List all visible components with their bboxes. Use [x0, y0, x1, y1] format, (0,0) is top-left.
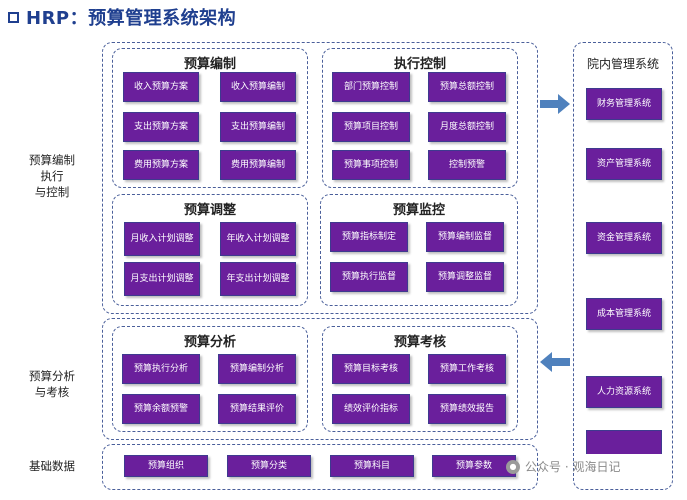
module-box[interactable]: 年收入计划调整 — [220, 222, 296, 256]
hospital-system-box-partial — [586, 430, 662, 454]
module-box[interactable]: 支出预算方案 — [123, 112, 199, 142]
base-data-box[interactable]: 预算分类 — [227, 455, 311, 477]
module-box[interactable]: 预算执行分析 — [122, 354, 200, 384]
square-bullet-icon — [8, 11, 19, 23]
left-arrow-icon — [540, 352, 570, 372]
module-box[interactable]: 预算指标制定 — [330, 222, 408, 252]
module-box[interactable]: 支出预算编制 — [220, 112, 296, 142]
module-box[interactable]: 月支出计划调整 — [124, 262, 200, 296]
side-label-line: 执行 — [40, 169, 64, 183]
module-box[interactable]: 费用预算编制 — [220, 150, 296, 180]
group-hospital-systems — [573, 42, 673, 490]
right-arrow-icon — [540, 94, 570, 114]
module-box[interactable]: 预算结果评价 — [218, 394, 296, 424]
module-box[interactable]: 预算余额预警 — [122, 394, 200, 424]
module-box[interactable]: 预算目标考核 — [332, 354, 410, 384]
panel-title: 执行控制 — [393, 57, 446, 72]
side-label-line: 与控制 — [34, 185, 70, 199]
module-box[interactable]: 预算绩效报告 — [428, 394, 506, 424]
hospital-system-box[interactable]: 资产管理系统 — [586, 148, 662, 180]
page-title-text: HRP：预算管理系统架构 — [26, 8, 237, 29]
module-box[interactable]: 预算调整监督 — [426, 262, 504, 292]
hospital-systems-title: 院内管理系统 — [586, 57, 659, 71]
panel-title: 预算考核 — [393, 335, 446, 350]
module-box[interactable]: 收入预算编制 — [220, 72, 296, 102]
module-box[interactable]: 部门预算控制 — [332, 72, 410, 102]
page-title: HRP：预算管理系统架构 — [8, 4, 236, 30]
base-data-box[interactable]: 预算参数 — [432, 455, 516, 477]
side-label-line: 预算编制 — [29, 153, 75, 167]
module-box[interactable]: 费用预算方案 — [123, 150, 199, 180]
panel-title: 预算编制 — [183, 57, 236, 72]
module-box[interactable]: 预算事项控制 — [332, 150, 410, 180]
base-data-box[interactable]: 预算组织 — [124, 455, 208, 477]
side-label-line: 与考核 — [34, 385, 70, 399]
module-box[interactable]: 预算项目控制 — [332, 112, 410, 142]
module-box[interactable]: 预算总额控制 — [428, 72, 506, 102]
module-box[interactable]: 预算执行监督 — [330, 262, 408, 292]
panel-title: 预算监控 — [392, 203, 445, 218]
group-base-data — [102, 444, 538, 490]
hospital-system-box[interactable]: 人力资源系统 — [586, 376, 662, 408]
hospital-system-box[interactable]: 成本管理系统 — [586, 298, 662, 330]
module-box[interactable]: 年支出计划调整 — [220, 262, 296, 296]
module-box[interactable]: 月收入计划调整 — [124, 222, 200, 256]
watermark-text: 公众号 · 观海日记 — [525, 460, 621, 474]
side-label-line: 预算分析 — [29, 369, 75, 383]
module-box[interactable]: 预算编制监督 — [426, 222, 504, 252]
module-box[interactable]: 月度总额控制 — [428, 112, 506, 142]
module-box[interactable]: 收入预算方案 — [123, 72, 199, 102]
panel-title: 预算分析 — [183, 335, 236, 350]
module-box[interactable]: 绩效评价指标 — [332, 394, 410, 424]
group-prep-exec-control — [102, 42, 538, 314]
base-data-box[interactable]: 预算科目 — [330, 455, 414, 477]
side-label-analysis-assessment: 预算分析 与考核 — [22, 368, 82, 400]
module-box[interactable]: 预算编制分析 — [218, 354, 296, 384]
module-box[interactable]: 预算工作考核 — [428, 354, 506, 384]
hospital-system-box[interactable]: 财务管理系统 — [586, 88, 662, 120]
side-label-prep-exec-control: 预算编制 执行 与控制 — [22, 152, 82, 200]
wechat-icon: ● — [506, 459, 520, 474]
hospital-system-box[interactable]: 资金管理系统 — [586, 222, 662, 254]
module-box[interactable]: 控制预警 — [428, 150, 506, 180]
group-analysis-assessment — [102, 318, 538, 440]
watermark: ● 公众号 · 观海日记 — [506, 458, 620, 475]
panel-title: 预算调整 — [183, 203, 236, 218]
side-label-base-data: 基础数据 — [29, 459, 75, 473]
